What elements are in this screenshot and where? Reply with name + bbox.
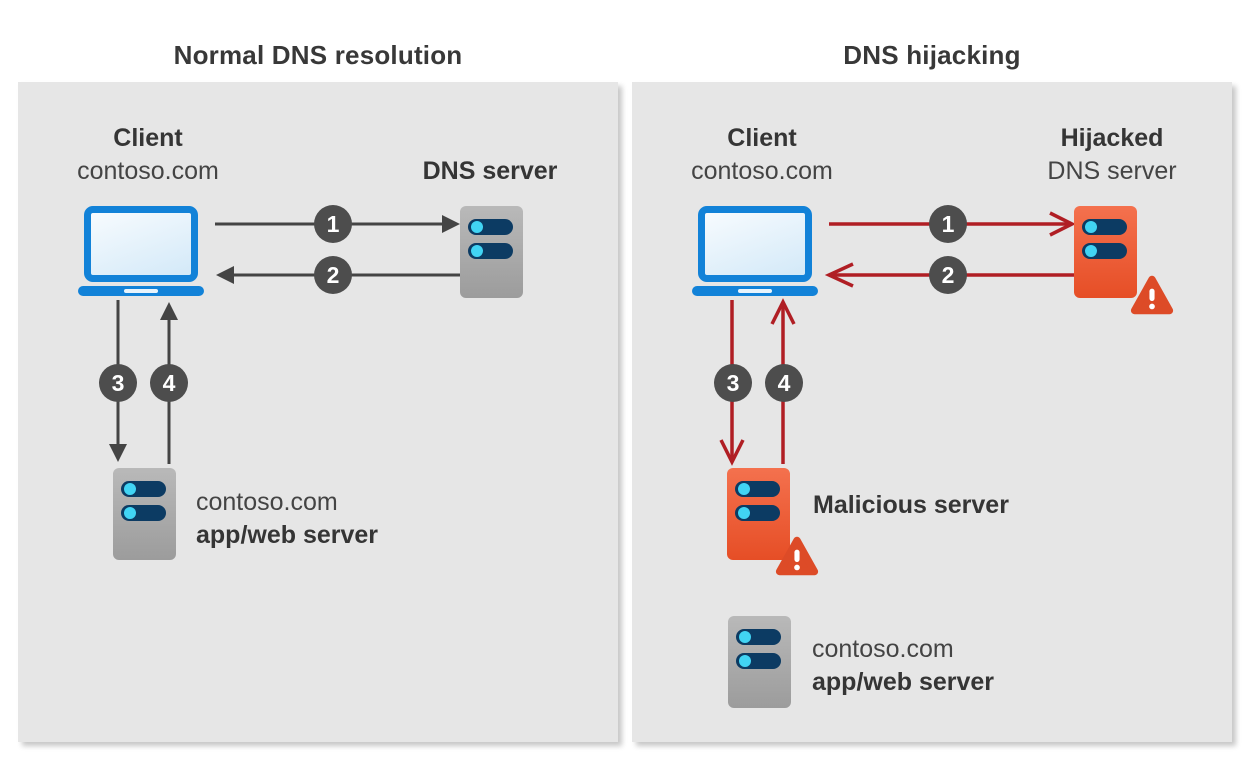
dns-hijacking-panel: Client contoso.com Hijacked DNS server — [632, 82, 1232, 742]
left-panel-title: Normal DNS resolution — [173, 40, 463, 70]
app-web-server-icon — [728, 616, 791, 708]
step-3-badge: 3 — [714, 364, 752, 402]
malicious-server-label: Malicious server — [813, 491, 1009, 519]
client-label: Client contoso.com — [662, 122, 862, 188]
client-domain: contoso.com — [77, 157, 219, 185]
client-laptop-icon — [692, 206, 818, 296]
client-name: Client — [727, 124, 797, 152]
hijacked-dns-server-icon — [1074, 206, 1137, 298]
step-1-badge: 1 — [314, 205, 352, 243]
app-web-server-label: contoso.com app/web server — [196, 488, 379, 549]
app-web-server-icon — [113, 468, 176, 560]
client-domain: contoso.com — [691, 157, 833, 185]
dns-server-label: DNS server — [422, 157, 558, 185]
client-laptop-icon — [78, 206, 204, 296]
client-label: Client contoso.com — [48, 122, 248, 188]
step-4-badge: 4 — [765, 364, 803, 402]
right-panel-title: DNS hijacking — [843, 40, 1021, 70]
client-name: Client — [113, 124, 183, 152]
hijacked-dns-server-label: Hijacked DNS server — [1047, 124, 1177, 185]
normal-dns-panel: Client contoso.com DNS server contoso.co… — [18, 82, 618, 742]
step-3-badge: 3 — [99, 364, 137, 402]
step-2-badge: 2 — [929, 256, 967, 294]
step-4-badge: 4 — [150, 364, 188, 402]
warning-icon — [775, 536, 819, 576]
step-1-badge: 1 — [929, 205, 967, 243]
step-2-badge: 2 — [314, 256, 352, 294]
warning-icon — [1130, 275, 1174, 315]
malicious-server-icon — [727, 468, 790, 560]
dns-server-icon — [460, 206, 523, 298]
app-web-server-label: contoso.com app/web server — [812, 635, 995, 696]
